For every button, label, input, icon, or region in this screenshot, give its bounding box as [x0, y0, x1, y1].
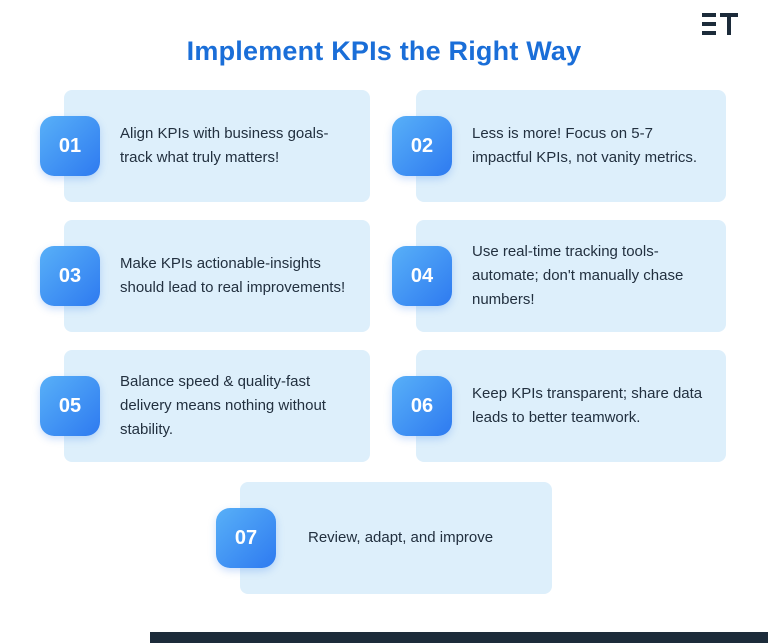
kpi-card-3: 03 Make KPIs actionable-insights should …	[40, 220, 370, 332]
card-number-badge: 06	[392, 376, 452, 436]
kpi-card-5: 05 Balance speed & quality-fast delivery…	[40, 350, 370, 462]
kpi-card-7: 07 Review, adapt, and improve	[216, 482, 552, 594]
card-number-badge: 04	[392, 246, 452, 306]
card-number-badge: 07	[216, 508, 276, 568]
card-text: Keep KPIs transparent; share data leads …	[472, 385, 703, 426]
card-text: Align KPIs with business goals-track wha…	[120, 125, 329, 166]
card-number-badge: 05	[40, 376, 100, 436]
card-text: Less is more! Focus on 5-7 impactful KPI…	[472, 125, 698, 166]
card-text: Balance speed & quality-fast delivery me…	[120, 373, 326, 438]
card-number-badge: 02	[392, 116, 452, 176]
footer-bar	[150, 632, 768, 643]
page-title: Implement KPIs the Right Way	[186, 36, 582, 66]
card-text: Make KPIs actionable-insights should lea…	[120, 255, 346, 296]
card-text: Use real-time tracking tools-automate; d…	[472, 243, 684, 308]
kpi-card-1: 01 Align KPIs with business goals-track …	[40, 90, 370, 202]
kpi-card-2: 02 Less is more! Focus on 5-7 impactful …	[392, 90, 726, 202]
card-number-badge: 01	[40, 116, 100, 176]
kpi-card-4: 04 Use real-time tracking tools-automate…	[392, 220, 726, 332]
kpi-card-6: 06 Keep KPIs transparent; share data lea…	[392, 350, 726, 462]
card-number-badge: 03	[40, 246, 100, 306]
et-logo-icon	[702, 12, 742, 36]
card-text: Review, adapt, and improve	[308, 529, 494, 546]
